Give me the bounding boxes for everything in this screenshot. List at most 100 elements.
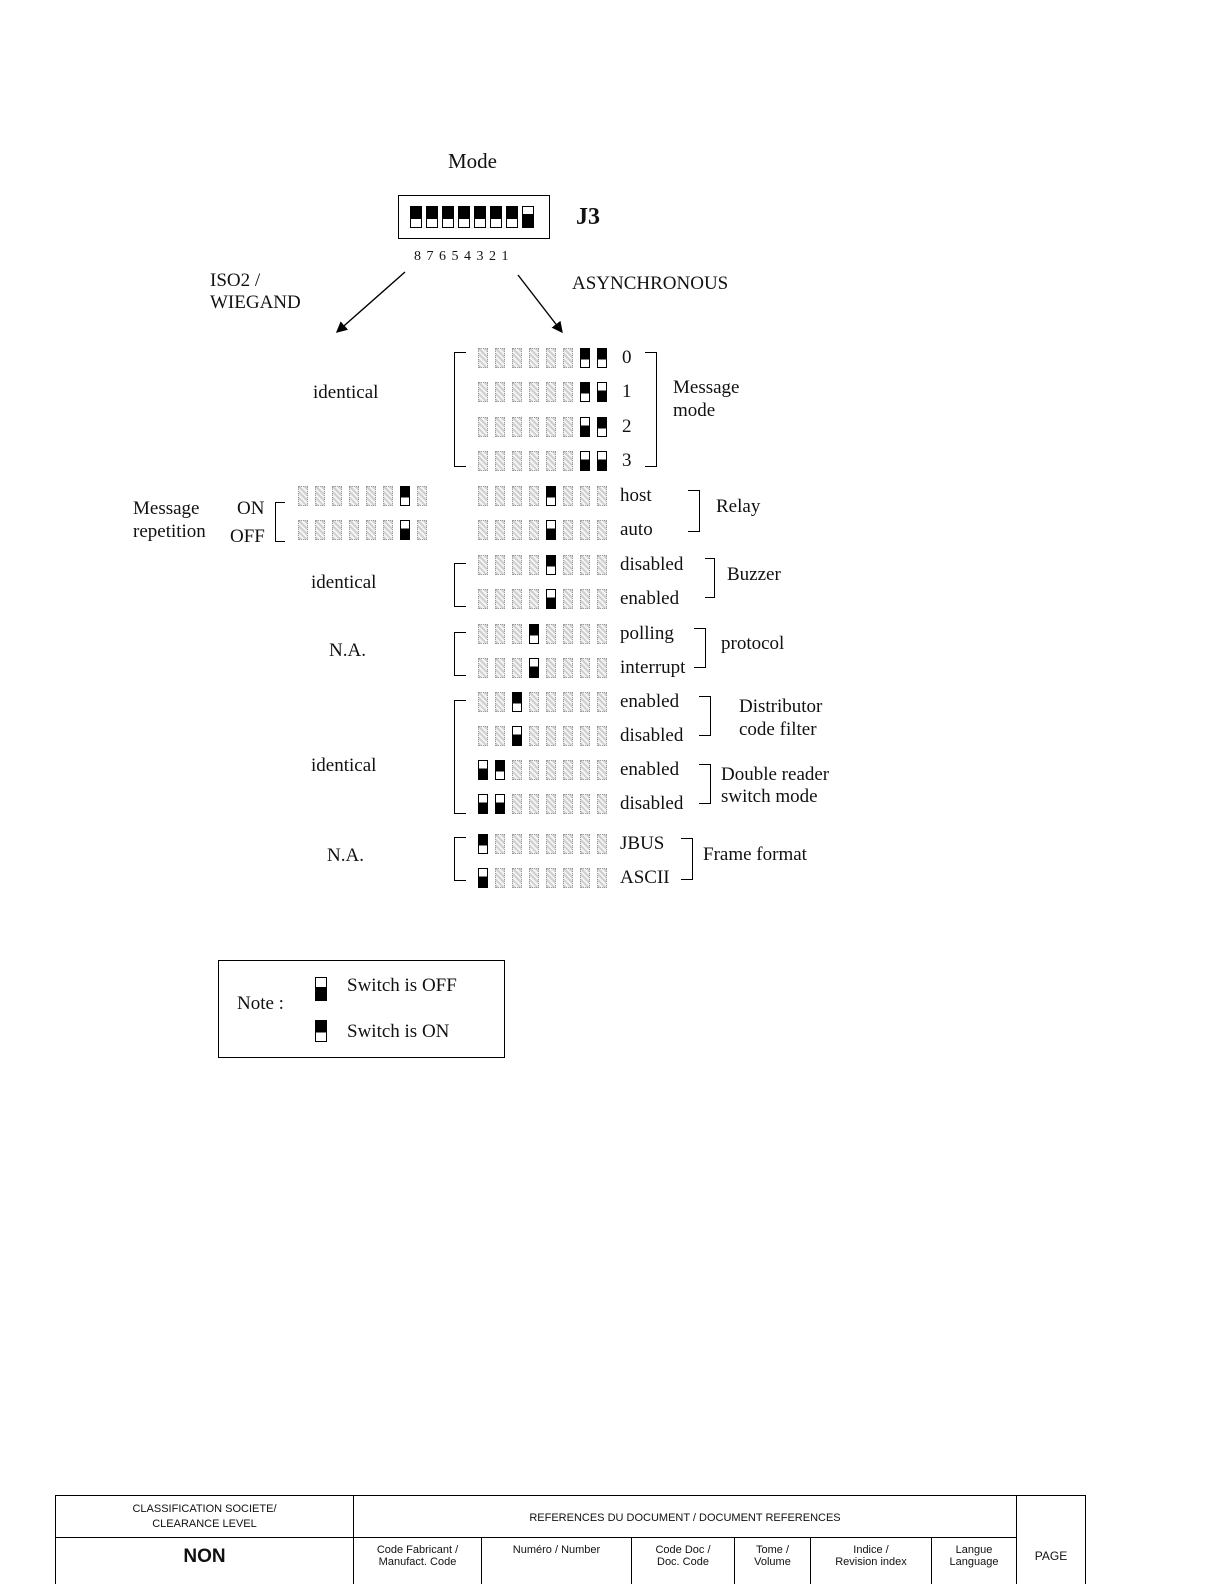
- switch-pin-5: [529, 382, 539, 402]
- row-value-label: host: [620, 485, 652, 506]
- iso2-wiegand-text: ISO2 / WIEGAND: [210, 270, 301, 313]
- switch-pin-8: [478, 382, 488, 402]
- code-fabricant-cell: Code Fabricant / Manufact. Code: [353, 1537, 481, 1584]
- switch-pin-6: [332, 486, 342, 506]
- page-cell: PAGE: [1016, 1495, 1086, 1584]
- row-value-label: enabled: [620, 759, 680, 780]
- relay-bracket: [688, 490, 700, 532]
- frame-format-label: Frame format: [703, 844, 807, 865]
- switch-pin-2: [580, 868, 590, 888]
- code-fabricant-1: Code Fabricant /: [376, 1544, 459, 1556]
- switch-pin-3: [563, 382, 573, 402]
- switch-pin-1: [597, 624, 607, 644]
- j3-connector: [398, 195, 550, 239]
- switch-pin-1: [597, 834, 607, 854]
- frame-left-bracket: [454, 837, 466, 881]
- switch-pin-4: [366, 486, 376, 506]
- indice-1: Indice /: [853, 1544, 889, 1556]
- switch-pin-6: [512, 348, 522, 368]
- indice-2: Revision index: [835, 1556, 907, 1568]
- row-value-label: 0: [622, 347, 632, 368]
- code-doc-2: Doc. Code: [657, 1556, 709, 1568]
- switch-pin-7: [495, 794, 505, 814]
- switch-pin-2: [580, 794, 590, 814]
- switch-pin-2: [580, 624, 590, 644]
- switch-pin-4: [546, 555, 556, 575]
- switch-pin-2: [580, 451, 590, 471]
- switch-pin-6: [512, 868, 522, 888]
- switch-pin-2: [580, 760, 590, 780]
- repetition-off-label: OFF: [230, 526, 265, 547]
- tome-2: Volume: [754, 1556, 791, 1568]
- switch-pin-4: [546, 417, 556, 437]
- switch-pin-8: [478, 520, 488, 540]
- row-value-label: enabled: [620, 691, 680, 712]
- switch-pin-4: [546, 834, 556, 854]
- switch-pin-1: [597, 382, 607, 402]
- pin-numbers: 8 7 6 5 4 3 2 1: [414, 249, 510, 264]
- numero-cell: Numéro / Number: [481, 1537, 631, 1584]
- switch-pin-6: [512, 451, 522, 471]
- switch-pin-5: [529, 760, 539, 780]
- switch-pin-6: [512, 589, 522, 609]
- switch-pin-1: [597, 658, 607, 678]
- switch-pin-5: [349, 486, 359, 506]
- switch-pin-2: [580, 555, 590, 575]
- switch-pin-3: [563, 451, 573, 471]
- switch-pin-1: [597, 726, 607, 746]
- switch-pin-4: [546, 451, 556, 471]
- switch-pin-3: [563, 348, 573, 368]
- switch-pin-8: [478, 486, 488, 506]
- switch-pin-2: [400, 520, 410, 540]
- switch-pin-1: [597, 486, 607, 506]
- switch-pin-3: [563, 794, 573, 814]
- switch-pin-8: [478, 794, 488, 814]
- langue-2: Language: [949, 1556, 999, 1568]
- switch-pin-8: [478, 348, 488, 368]
- row-value-label: disabled: [620, 725, 684, 746]
- switch-pin-3: [563, 624, 573, 644]
- switch-pin-5: [529, 451, 539, 471]
- switch-pin-6: [512, 486, 522, 506]
- switch-pin-6: [512, 520, 522, 540]
- switch-pin-7: [495, 726, 505, 746]
- double-reader-label-2: switch mode: [721, 786, 818, 807]
- code-fabricant-2: Manufact. Code: [378, 1556, 457, 1568]
- switch-pin-6: [512, 624, 522, 644]
- switch-pin-8: [478, 658, 488, 678]
- code-doc-cell: Code Doc / Doc. Code: [631, 1537, 734, 1584]
- switch-pin-1: [597, 417, 607, 437]
- switch-pin-6: [512, 760, 522, 780]
- j3-switch-7: [426, 206, 438, 228]
- code-doc-1: Code Doc /: [655, 1544, 711, 1556]
- iso2-wiegand-label: ISO2 / WIEGAND: [210, 270, 320, 314]
- switch-pin-3: [383, 520, 393, 540]
- message-repetition-label-2: repetition: [133, 521, 206, 542]
- diagram-title: Mode: [448, 149, 497, 173]
- switch-pin-3: [563, 692, 573, 712]
- switch-pin-6: [512, 794, 522, 814]
- message-mode-left-bracket: [454, 352, 466, 467]
- switch-pin-7: [495, 486, 505, 506]
- message-mode-label-2: mode: [673, 400, 716, 421]
- distributor-left-bracket: [454, 700, 466, 814]
- repetition-left-bracket: [275, 502, 285, 542]
- switch-pin-6: [512, 692, 522, 712]
- j3-switch-2: [506, 206, 518, 228]
- switch-pin-4: [546, 348, 556, 368]
- switch-pin-7: [495, 520, 505, 540]
- switch-pin-4: [546, 868, 556, 888]
- switch-pin-2: [580, 486, 590, 506]
- switch-pin-3: [563, 417, 573, 437]
- switch-pin-2: [580, 658, 590, 678]
- switch-pin-7: [495, 555, 505, 575]
- langue-cell: Langue Language: [931, 1537, 1016, 1584]
- row-value-label: 1: [622, 381, 632, 402]
- buzzer-left-bracket: [454, 563, 466, 607]
- switch-pin-2: [580, 382, 590, 402]
- switch-pin-5: [529, 692, 539, 712]
- switch-pin-1: [597, 451, 607, 471]
- message-mode-label-1: Message: [673, 377, 740, 398]
- switch-pin-2: [580, 834, 590, 854]
- switch-pin-5: [529, 520, 539, 540]
